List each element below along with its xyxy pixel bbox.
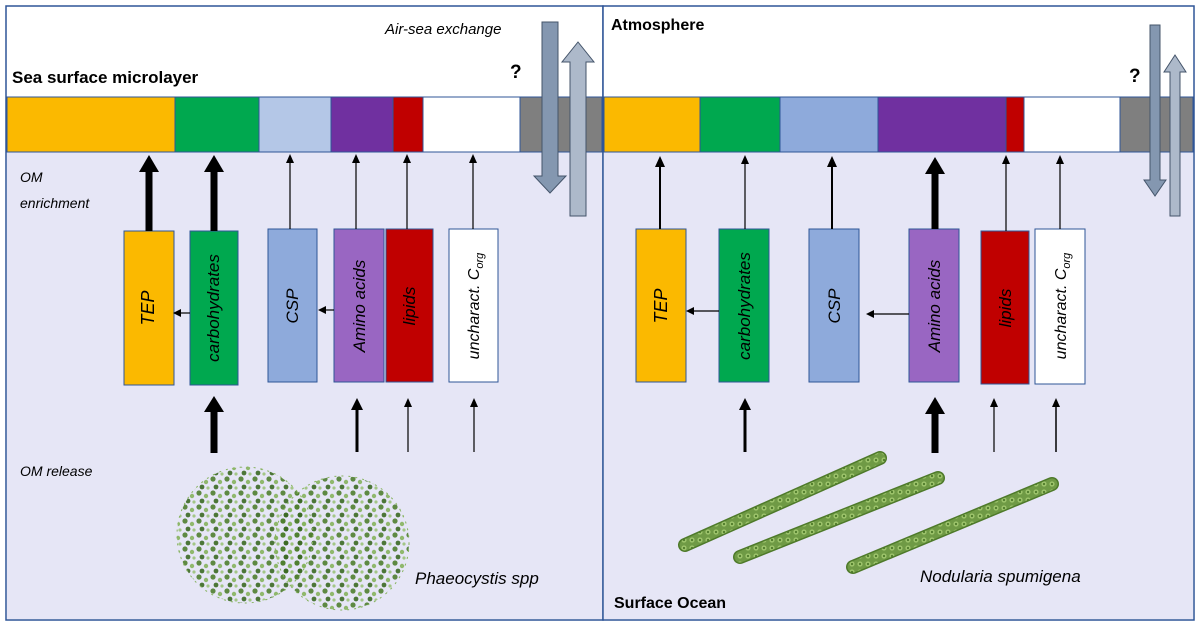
right-box-tep: TEP xyxy=(635,228,687,383)
left-box-tep-label: TEP xyxy=(138,290,158,325)
left-bar-uncharacterized xyxy=(422,96,521,153)
right-arrow-amino-acids-to-csp xyxy=(866,310,909,318)
phaeocystis-label: Phaeocystis spp xyxy=(415,569,539,588)
right-box-lipids: lipids xyxy=(980,230,1030,385)
left-bar-csp xyxy=(258,96,332,153)
left-enrich-arrow-amino-acids xyxy=(352,154,360,229)
right-bar-carbohydrates xyxy=(699,96,781,153)
right-box-lipids-label: lipids xyxy=(996,288,1015,327)
right-enrich-arrow-csp xyxy=(827,156,837,229)
nodularia-label: Nodularia spumigena xyxy=(920,567,1081,586)
right-release-arrow-uncharacterized xyxy=(1052,398,1060,452)
nodularia-filaments-image xyxy=(678,451,1059,574)
right-box-tep-label: TEP xyxy=(651,288,671,323)
surface-ocean-title: Surface Ocean xyxy=(614,595,726,612)
left-enrich-arrow-uncharacterized xyxy=(469,154,477,229)
right-box-csp-label: CSP xyxy=(825,288,844,324)
left-conversion-arrows xyxy=(173,306,334,317)
om-enrichment-label-line1: OM xyxy=(20,169,43,185)
sea-surface-microlayer-title: Sea surface microlayer xyxy=(12,68,199,87)
left-bar-amino-acids xyxy=(330,96,394,153)
right-enrich-arrow-amino-acids xyxy=(925,157,945,229)
right-release-arrow-lipids xyxy=(990,398,998,452)
right-air-sea-up-arrow xyxy=(1163,54,1187,217)
left-release-arrows xyxy=(204,396,478,453)
right-bar-lipids xyxy=(1005,96,1025,153)
right-enrich-arrow-tep xyxy=(655,156,665,229)
left-air-sea-up-arrow xyxy=(560,41,596,217)
left-box-carbohydrates: carbohydrates xyxy=(189,230,239,386)
right-enrich-arrow-lipids xyxy=(1002,155,1010,231)
left-release-arrow-uncharacterized xyxy=(470,398,478,452)
left-question-mark: ? xyxy=(510,62,522,83)
left-box-carbohydrates-label: carbohydrates xyxy=(204,254,223,362)
right-release-arrows xyxy=(739,397,1060,453)
right-bar-amino-acids xyxy=(877,96,1007,153)
right-microlayer-bar xyxy=(603,96,1194,153)
right-box-carbohydrates-label: carbohydrates xyxy=(735,252,754,360)
right-enrichment-arrows xyxy=(655,155,1064,231)
phaeocystis-colonies-image xyxy=(176,466,410,611)
right-box-csp: CSP xyxy=(808,228,860,383)
right-release-arrow-carbohydrates xyxy=(739,398,751,452)
left-box-tep: TEP xyxy=(123,230,175,386)
left-box-amino-acids: Amino acids xyxy=(333,228,385,383)
right-release-arrow-amino-acids xyxy=(925,397,945,453)
left-release-arrow-lipids xyxy=(404,398,412,452)
left-box-csp: CSP xyxy=(267,228,318,383)
left-enrich-arrow-csp xyxy=(286,154,294,229)
left-arrow-amino-acids-to-csp xyxy=(318,306,334,314)
right-enrich-arrow-carbohydrates xyxy=(741,155,749,229)
left-bar-carbohydrates xyxy=(174,96,260,153)
left-arrow-carbohydrates-to-tep xyxy=(173,309,190,317)
right-box-carbohydrates: carbohydrates xyxy=(718,228,770,383)
right-box-uncharacterized-label: uncharact. Corg xyxy=(1053,252,1073,359)
left-microlayer-bar xyxy=(6,96,603,153)
left-box-uncharacterized: uncharact. Corg xyxy=(448,228,499,383)
right-air-sea-down-arrow xyxy=(1143,24,1167,197)
left-enrich-arrow-carbohydrates xyxy=(204,155,224,231)
right-arrow-carbohydrates-to-tep xyxy=(686,307,719,315)
right-box-amino-acids: Amino acids xyxy=(908,228,960,383)
left-enrichment-arrows xyxy=(139,154,477,231)
right-bar-tep xyxy=(603,96,701,153)
left-bar-tep xyxy=(6,96,176,153)
left-enrich-arrow-lipids xyxy=(403,154,411,229)
right-question-mark: ? xyxy=(1129,66,1141,87)
left-bar-unknown xyxy=(519,96,603,153)
air-sea-exchange-label: Air-sea exchange xyxy=(384,21,501,38)
right-enrich-arrow-uncharacterized xyxy=(1056,155,1064,229)
left-air-sea-down-arrow xyxy=(532,21,568,194)
om-release-label: OM release xyxy=(20,463,93,479)
atmosphere-title: Atmosphere xyxy=(611,17,704,34)
right-bar-csp xyxy=(779,96,879,153)
left-bar-lipids xyxy=(392,96,424,153)
right-box-amino-acids-label: Amino acids xyxy=(925,259,944,353)
right-conversion-arrows xyxy=(686,307,909,318)
left-release-arrow-amino-acids xyxy=(351,398,363,452)
left-enrich-arrow-tep xyxy=(139,155,159,231)
right-bar-uncharacterized xyxy=(1023,96,1121,153)
left-release-arrow-carbohydrates xyxy=(204,396,224,453)
left-box-uncharacterized-label: uncharact. Corg xyxy=(466,252,486,359)
left-box-amino-acids-label: Amino acids xyxy=(350,259,369,353)
left-box-csp-label: CSP xyxy=(283,288,302,324)
om-enrichment-label-line2: enrichment xyxy=(20,195,90,211)
left-box-lipids: lipids xyxy=(385,228,434,383)
right-box-uncharacterized: uncharact. Corg xyxy=(1034,228,1086,385)
left-box-lipids-label: lipids xyxy=(400,286,419,325)
